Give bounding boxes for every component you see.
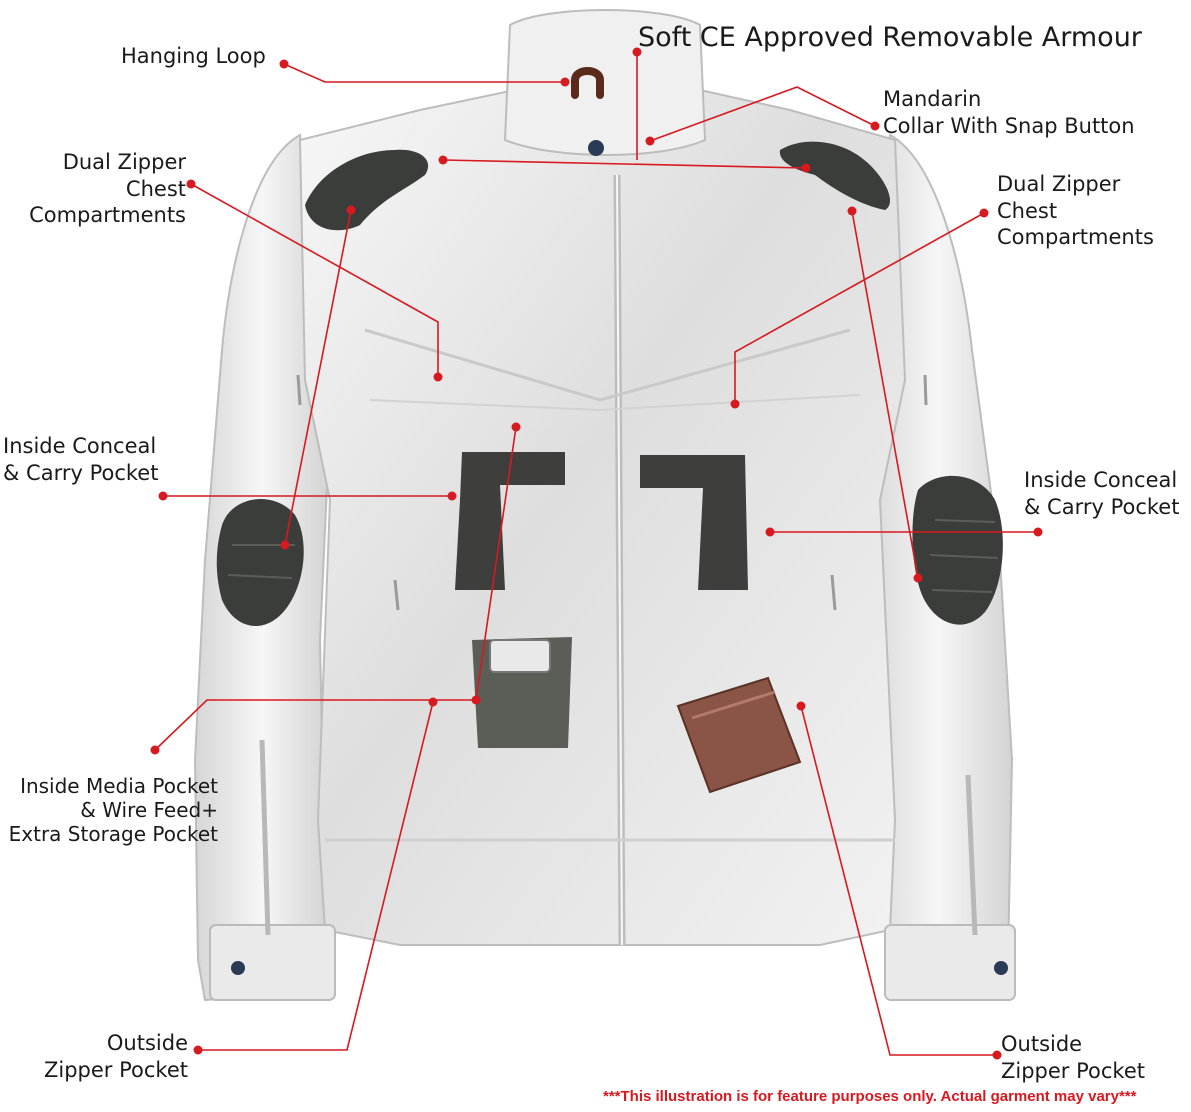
jacket-body xyxy=(298,89,907,946)
left-elbow-armour xyxy=(216,498,304,627)
leader-armour-left xyxy=(442,159,807,169)
hanging-loop xyxy=(571,67,604,99)
leader-chest-left xyxy=(190,183,439,377)
label-conceal-left: Inside Conceal & Carry Pocket xyxy=(3,434,159,485)
leader-media xyxy=(154,426,517,751)
disclaimer-note: ***This illustration is for feature purp… xyxy=(603,1088,1137,1105)
label-chest-left: Dual Zipper Chest Compartments xyxy=(29,150,186,227)
label-hanging-loop: Hanging Loop xyxy=(121,44,266,68)
leader-hanging-loop xyxy=(283,63,565,83)
leader-dots xyxy=(150,47,1043,1060)
label-chest-right: Dual Zipper Chest Compartments xyxy=(997,172,1154,249)
leader-mandarin xyxy=(649,86,876,142)
left-shoulder-armour xyxy=(305,149,429,231)
label-conceal-right: Inside Conceal & Carry Pocket xyxy=(1024,468,1180,519)
right-elbow-armour xyxy=(912,475,1003,625)
leader-outside-left xyxy=(198,701,434,1051)
leader-armour-lower-left xyxy=(284,209,352,546)
label-armour: Soft CE Approved Removable Armour xyxy=(638,22,1142,53)
wallet xyxy=(676,676,802,794)
label-outside-left: Outside Zipper Pocket xyxy=(44,1031,188,1082)
right-pistol xyxy=(640,455,748,590)
left-pistol xyxy=(455,452,565,590)
leader-lines xyxy=(154,52,1038,1056)
leader-armour-lower-right xyxy=(851,210,919,579)
leader-chest-right xyxy=(734,212,985,404)
left-cuff xyxy=(209,924,336,1001)
label-outside-right: Outside Zipper Pocket xyxy=(1001,1032,1145,1083)
label-mandarin-collar: Mandarin Collar With Snap Button xyxy=(883,87,1135,138)
leader-outside-right xyxy=(800,705,997,1056)
label-media-pocket: Inside Media Pocket & Wire Feed+ Extra S… xyxy=(8,774,218,846)
collar-snap-button xyxy=(588,140,604,156)
jacket-illustration xyxy=(193,9,1017,1002)
right-cuff xyxy=(884,924,1016,1001)
right-shoulder-armour xyxy=(779,141,890,210)
collar xyxy=(503,9,707,156)
phone xyxy=(489,639,551,673)
